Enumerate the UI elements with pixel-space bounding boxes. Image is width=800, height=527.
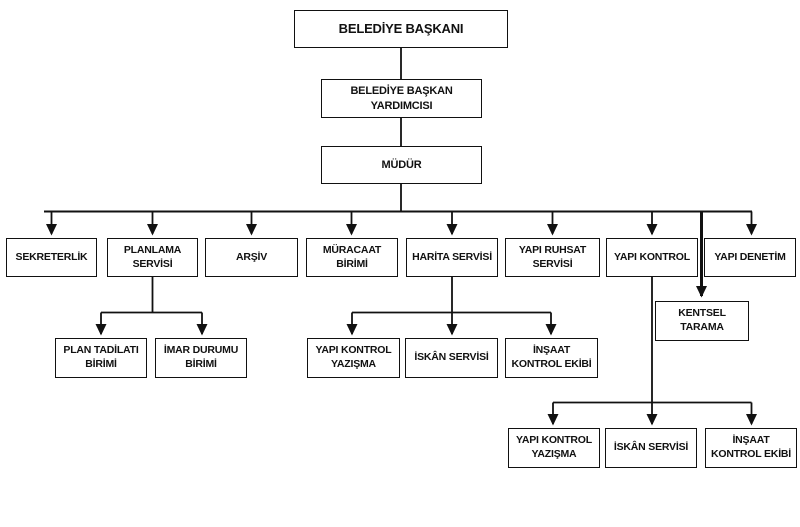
node-label: İNŞAAT KONTROL EKİBİ <box>511 344 592 370</box>
node-label: YAPI KONTROL YAZIŞMA <box>315 344 392 370</box>
node-label: İSKÂN SERVİSİ <box>414 351 489 364</box>
node-belediye-baskan-yardimcisi: BELEDİYE BAŞKAN YARDIMCISI <box>321 79 482 118</box>
node-harita-iskan-servisi: İSKÂN SERVİSİ <box>405 338 498 378</box>
node-label: YAPI RUHSAT SERVİSİ <box>518 243 587 270</box>
node-label: YAPI DENETİM <box>714 250 786 263</box>
node-yapi-denetim: YAPI DENETİM <box>704 238 796 277</box>
node-sekreterlik: SEKRETERLİK <box>6 238 97 277</box>
node-yapi-kontrol: YAPI KONTROL <box>606 238 698 277</box>
node-yapi-ruhsat-servisi: YAPI RUHSAT SERVİSİ <box>505 238 600 277</box>
node-arsiv: ARŞİV <box>205 238 298 277</box>
node-imar-durumu-birimi: İMAR DURUMU BİRİMİ <box>155 338 247 378</box>
node-kontrol-yapi-kontrol-yazisma: YAPI KONTROL YAZIŞMA <box>508 428 600 468</box>
node-belediye-baskani: BELEDİYE BAŞKANI <box>294 10 508 48</box>
node-kontrol-insaat-kontrol-ekibi: İNŞAAT KONTROL EKİBİ <box>705 428 797 468</box>
trunk-lines <box>44 48 752 404</box>
arrow-drops <box>46 211 757 426</box>
node-label: İNŞAAT KONTROL EKİBİ <box>710 434 792 460</box>
node-label: ARŞİV <box>235 250 268 263</box>
node-label: SEKRETERLİK <box>15 250 88 263</box>
node-label: İMAR DURUMU BİRİMİ <box>163 344 239 370</box>
node-label: MÜDÜR <box>381 158 422 171</box>
node-label: PLANLAMA SERVİSİ <box>123 243 182 270</box>
node-label: YAPI KONTROL <box>614 250 690 263</box>
node-label: PLAN TADİLATI BİRİMİ <box>63 344 139 370</box>
node-kontrol-iskan-servisi: İSKÂN SERVİSİ <box>605 428 697 468</box>
node-kentsel-tarama: KENTSEL TARAMA <box>655 301 749 341</box>
node-label: BELEDİYE BAŞKANI <box>338 20 464 36</box>
node-planlama-servisi: PLANLAMA SERVİSİ <box>107 238 198 277</box>
node-harita-servisi: HARİTA SERVİSİ <box>406 238 498 277</box>
node-muracaat-birimi: MÜRACAAT BİRİMİ <box>306 238 398 277</box>
node-label: HARİTA SERVİSİ <box>412 250 492 263</box>
node-label: İSKÂN SERVİSİ <box>613 441 689 454</box>
node-label: BELEDİYE BAŞKAN YARDIMCISI <box>350 85 453 112</box>
node-label: KENTSEL TARAMA <box>678 307 726 333</box>
node-harita-yapi-kontrol-yazisma: YAPI KONTROL YAZIŞMA <box>307 338 400 378</box>
node-label: YAPI KONTROL YAZIŞMA <box>516 434 592 460</box>
node-mudur: MÜDÜR <box>321 146 482 184</box>
node-harita-insaat-kontrol-ekibi: İNŞAAT KONTROL EKİBİ <box>505 338 598 378</box>
node-plan-tadilati-birimi: PLAN TADİLATI BİRİMİ <box>55 338 147 378</box>
node-label: MÜRACAAT BİRİMİ <box>322 243 382 270</box>
